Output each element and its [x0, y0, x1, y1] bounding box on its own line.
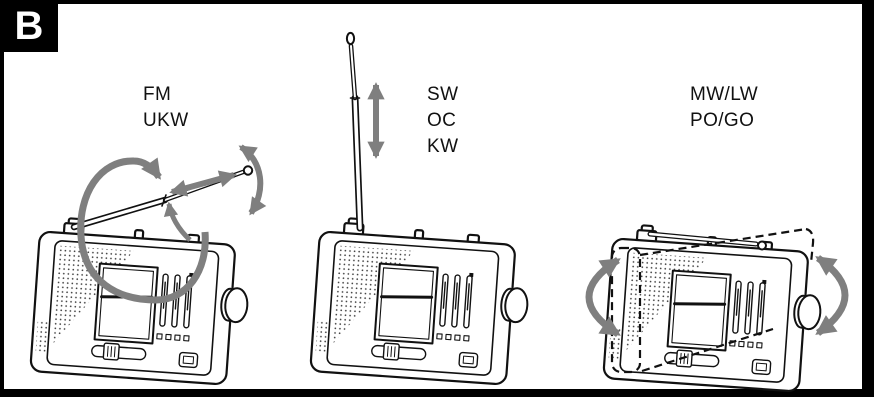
section-badge: B [0, 0, 58, 52]
tilt-antenna-double-arrow-icon [238, 144, 267, 216]
band-label-line: MW/LW [690, 84, 759, 105]
band-label-line: OC [427, 110, 457, 131]
band-label-line: FM [143, 84, 172, 105]
band-label-line: SW [427, 84, 459, 105]
rotate-radio-left-double-arrow-icon [585, 257, 621, 337]
raise-antenna-arrow-icon [163, 201, 192, 242]
radio-illustration-sw [308, 214, 535, 388]
rotate-antenna-loop-arrow-icon [77, 157, 209, 304]
band-label-line: PO/GO [690, 110, 755, 131]
sw-band-label: SW OC KW [427, 82, 458, 160]
mwlw-folded-antenna [647, 231, 767, 251]
band-label-line: KW [427, 136, 459, 157]
sw-vertical-antenna [345, 31, 364, 232]
section-badge-letter: B [14, 4, 44, 48]
slide-antenna-double-arrow-icon [169, 170, 237, 197]
rotate-radio-right-double-arrow-icon [815, 255, 849, 336]
mwlw-band-label: MW/LW PO/GO [690, 82, 758, 134]
band-label-line: UKW [143, 110, 189, 131]
fm-band-label: FM UKW [143, 82, 189, 134]
